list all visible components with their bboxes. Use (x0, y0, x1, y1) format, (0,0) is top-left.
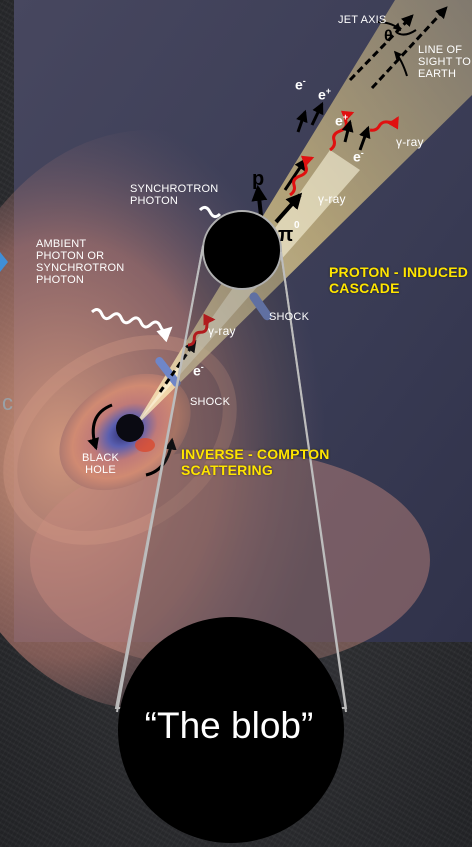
inverse-compton-label: INVERSE - COMPTON SCATTERING (181, 446, 330, 478)
shock-upper-label: SHOCK (269, 311, 309, 323)
electron-symbol-ic: e- (193, 362, 204, 379)
pion-superscript: 0 (294, 220, 300, 231)
pion-symbol: π (278, 224, 293, 247)
jet-axis-label: JET AXIS (338, 14, 386, 26)
blob-small (203, 211, 281, 289)
electron-symbol-2: e- (353, 148, 364, 165)
proton-cascade-label: PROTON - INDUCED CASCADE (329, 264, 468, 296)
gamma-ray-label-ic: γ-ray (208, 325, 236, 337)
theta-symbol: θ (384, 28, 393, 46)
blob-caption: “The blob” (116, 704, 342, 748)
slide-edge-glyph: c (2, 392, 13, 414)
gamma-ray-label-cascade-1: γ-ray (318, 193, 346, 205)
electron-symbol-1: e- (295, 76, 306, 93)
positron-symbol-2: e+ (335, 112, 348, 129)
proton-symbol: p (252, 168, 264, 191)
black-hole (116, 414, 144, 442)
gamma-ray-label-cascade-2: γ-ray (396, 136, 424, 148)
black-hole-label: BLACK HOLE (82, 452, 119, 476)
disk-hot-spot (135, 438, 155, 452)
ambient-photon-label: AMBIENT PHOTON OR SYNCHROTRON PHOTON (36, 238, 124, 286)
synchrotron-photon-label: SYNCHROTRON PHOTON (130, 183, 218, 207)
line-of-sight-label: LINE OF SIGHT TO EARTH (418, 44, 471, 80)
positron-symbol-1: e+ (318, 86, 331, 103)
shock-lower-label: SHOCK (190, 396, 230, 408)
